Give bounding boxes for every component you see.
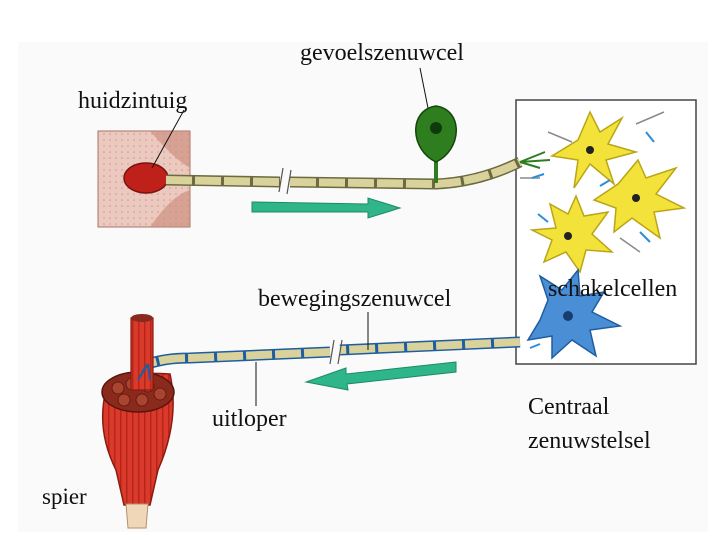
muscle [101,314,175,529]
label-gevoelszenuwcel: gevoelszenuwcel [300,40,464,66]
label-zenuwstelsel: zenuwstelsel [528,428,651,454]
label-schakelcellen: schakelcellen [548,276,678,302]
label-huidzintuig: huidzintuig [78,88,188,114]
receptor-organ [123,162,169,194]
interneurons [520,110,687,274]
label-uitloper: uitloper [212,406,287,432]
motor-neuron-body [526,268,623,360]
label-spier: spier [42,484,87,509]
label-centraal: Centraal [528,394,610,420]
label-bewegingszenuwcel: bewegingszenuwcel [258,286,452,312]
leader-lines [151,67,429,406]
motor-direction-arrow [304,361,457,391]
sensory-axon [165,151,551,195]
signal-arrows [531,131,655,243]
sensory-neuron-body [415,105,457,183]
sensory-direction-arrow [251,197,402,219]
